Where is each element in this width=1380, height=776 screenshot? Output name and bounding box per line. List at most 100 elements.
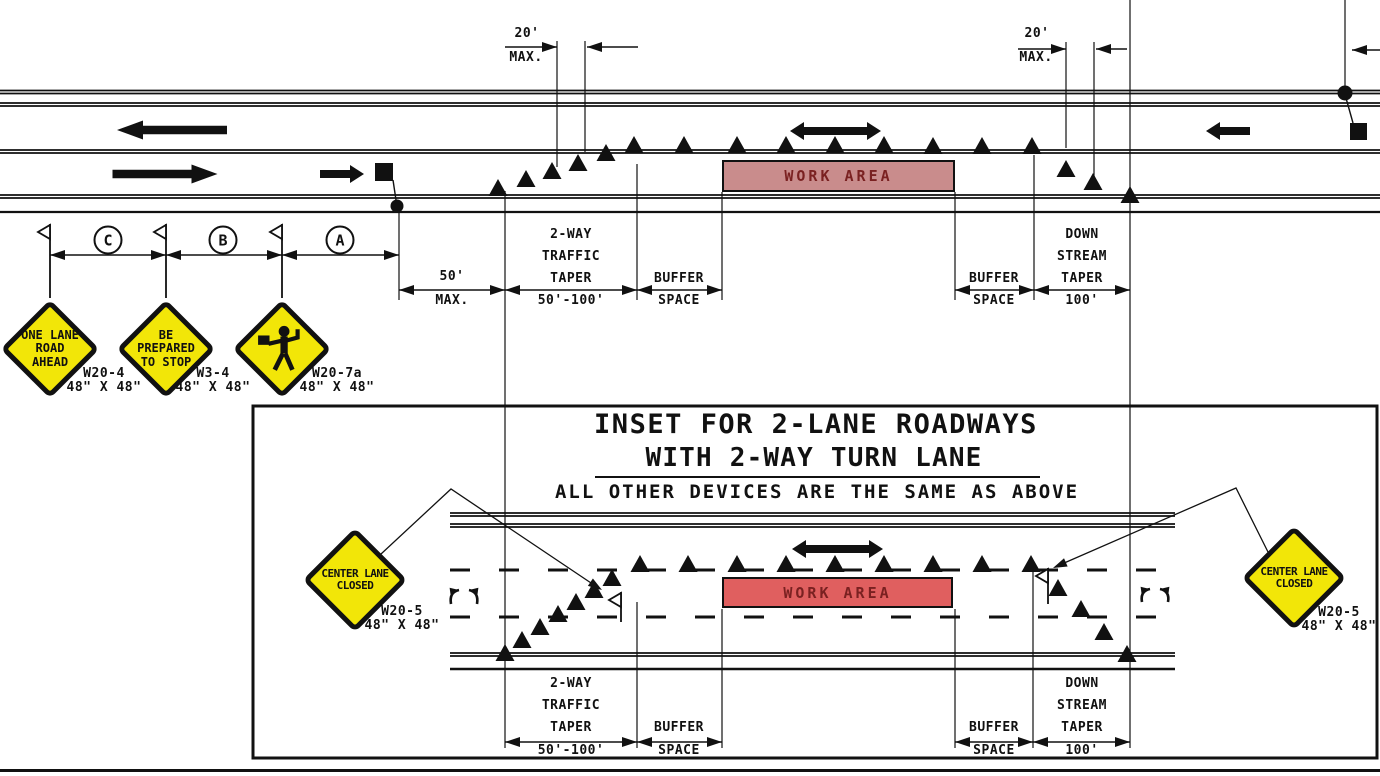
inset-dim-bufferL-l2: SPACE [658,743,700,758]
turn-lane-arrows [449,586,1170,605]
flag-icon [152,223,167,241]
traffic-cone [566,593,586,610]
inset-dim-downstream-l3: TAPER [1061,720,1103,735]
traffic-cone [516,170,536,187]
work-area-inset: WORK AREA [722,577,953,608]
inset-dim-taper-l1: 2-WAY [550,676,592,691]
traffic-arrow [112,164,218,184]
traffic-arrow [320,165,364,183]
dim-20max-left-label: MAX. [509,50,543,65]
work-area-top-label: WORK AREA [784,167,893,185]
traffic-cone [488,179,508,196]
traffic-cone [584,581,604,598]
traffic-cone [678,555,698,572]
traffic-cone [602,569,622,586]
sign-size-w20-7a: 48" X 48" [299,380,375,395]
traffic-cone [1117,645,1137,662]
traffic-cone [776,136,796,153]
dim-downstream-l2: STREAM [1057,249,1107,264]
traffic-arrow [1206,122,1250,140]
traffic-arrow [837,540,883,558]
traffic-cone [512,631,532,648]
station-letter-b: B [208,225,238,255]
inset-title-line2: WITH 2-WAY TURN LANE [645,443,983,473]
dim-50-value: 50' [439,269,465,284]
traffic-cone [530,618,550,635]
sign-code-w20-7a: W20-7a [312,366,362,381]
traffic-cone [1022,137,1042,154]
inset-dim-taper-l2: TRAFFIC [541,698,601,713]
traffic-cone [727,555,747,572]
station-letter-a: A [325,225,355,255]
sign-flagger-symbol [232,299,332,399]
flag-icon [607,591,622,609]
traffic-arrow [835,122,881,140]
traffic-cone [630,555,650,572]
traffic-direction-arrows [112,120,1250,558]
traffic-cone [825,136,845,153]
flag-icon [1034,567,1049,585]
traffic-cone [972,555,992,572]
dim-bufferR-l2: SPACE [973,293,1015,308]
dim-taper-l4: 50'-100' [537,293,605,308]
sign-leader-lines [380,487,1269,590]
traffic-cone [874,555,894,572]
traffic-cone [568,154,588,171]
traffic-cone [674,136,694,153]
traffic-arrow [117,120,227,140]
sign-code-w20-5-right: W20-5 [1318,605,1360,620]
dimension-lines [50,42,1380,747]
dim-50-label: MAX. [435,293,469,308]
traffic-cone [1120,186,1140,203]
dim-taper-l3: TAPER [550,271,592,286]
traffic-cone [596,144,616,161]
work-area-inset-label: WORK AREA [783,583,892,602]
frames [0,404,1380,772]
sign-code-w20-5-left: W20-5 [381,604,423,619]
traffic-arrow [792,540,838,558]
station-letter-c: C [93,225,123,255]
traffic-cone [1021,555,1041,572]
inset-roadway-lines [450,512,1175,671]
dim-bufferR-l1: BUFFER [969,271,1019,286]
sign-size-w20-5-left: 48" X 48" [364,618,440,633]
traffic-cone [1056,160,1076,177]
dim-taper-l1: 2-WAY [550,227,592,242]
traffic-cone [1071,600,1091,617]
extension-lines [398,0,1346,748]
traffic-cone [548,605,568,622]
inset-dim-downstream-l2: STREAM [1057,698,1107,713]
traffic-cone [923,555,943,572]
traffic-cone [972,137,992,154]
traffic-cone [1083,173,1103,190]
work-area-top: WORK AREA [722,160,955,192]
sign-code-w20-4: W20-4 [83,366,125,381]
traffic-cone [727,136,747,153]
flag-icon [268,223,283,241]
traffic-cone [542,162,562,179]
inset-dim-downstream-l1: DOWN [1065,676,1099,691]
dim-downstream-l3: TAPER [1061,271,1103,286]
sign-size-w20-5-right: 48" X 48" [1301,619,1377,634]
flag-symbols [36,223,1049,622]
dim-taper-l2: TRAFFIC [541,249,601,264]
traffic-cone [1048,579,1068,596]
dim-20max-left-value: 20' [514,26,540,41]
inset-dim-taper-l3: TAPER [550,720,592,735]
dim-downstream-l1: DOWN [1065,227,1099,242]
dim-bufferL-l2: SPACE [658,293,700,308]
flag-icon [36,223,51,241]
dim-bufferL-l1: BUFFER [654,271,704,286]
station-markers [375,85,1367,213]
sign-code-w3-4: W3-4 [196,366,230,381]
inset-dim-bufferL-l1: BUFFER [654,720,704,735]
dim-20max-right-label: MAX. [1019,50,1053,65]
sign-size-w3-4: 48" X 48" [175,380,251,395]
inset-title-line1: INSET FOR 2-LANE ROADWAYS [594,409,1038,440]
inset-note: ALL OTHER DEVICES ARE THE SAME AS ABOVE [554,481,1080,503]
flagger-icon [258,325,300,371]
traffic-cones [488,136,1140,662]
inset-dim-downstream-l4: 100' [1065,743,1099,758]
traffic-arrow [790,122,836,140]
